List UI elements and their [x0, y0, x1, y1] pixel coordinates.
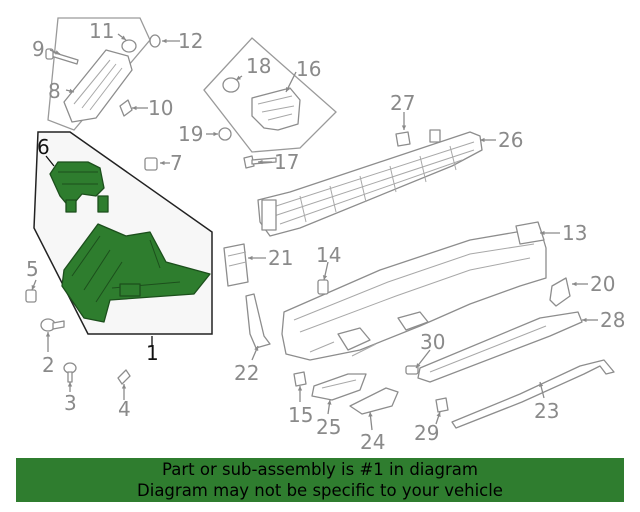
callout-1: 1	[146, 341, 159, 365]
leader-arrowhead	[582, 317, 587, 323]
leader-arrowhead	[132, 105, 137, 111]
callout-2: 2	[42, 353, 55, 377]
callout-12: 12	[178, 29, 203, 53]
leader-arrowhead	[248, 255, 253, 261]
part-9-screw[interactable]	[45, 48, 79, 65]
leader-arrowhead	[416, 363, 421, 368]
callout-30: 30	[420, 330, 445, 354]
leader-arrowhead	[538, 382, 544, 387]
callout-18: 18	[246, 54, 271, 78]
part-13-bumper-cover[interactable]	[281, 221, 547, 361]
leader-arrowhead	[160, 160, 165, 166]
part-23-molding[interactable]	[451, 359, 615, 429]
callout-11: 11	[89, 19, 114, 43]
leader-arrowhead	[121, 35, 126, 40]
leader-arrowhead	[286, 87, 290, 92]
part-24-insert[interactable]	[349, 387, 399, 415]
leader-arrowhead	[322, 275, 328, 280]
group-outline-16-18	[203, 37, 337, 153]
callout-28: 28	[600, 308, 625, 332]
callout-16: 16	[296, 57, 321, 81]
leader-arrowhead	[327, 400, 332, 405]
callout-8: 8	[48, 79, 61, 103]
callout-21: 21	[268, 246, 293, 270]
part-7-clip[interactable]	[144, 157, 158, 171]
leader-arrowhead	[55, 50, 60, 55]
banner-line-2: Diagram may not be specific to your vehi…	[137, 481, 503, 500]
leader-arrowhead	[45, 332, 51, 337]
part-28-lower-trim[interactable]	[417, 311, 583, 383]
callout-17: 17	[274, 150, 299, 174]
part-1-highlighted[interactable]	[61, 223, 211, 323]
leader-arrowhead	[258, 159, 263, 165]
leader-arrowhead	[368, 412, 373, 417]
part-21-bracket[interactable]	[223, 243, 249, 287]
part-16-bracket[interactable]	[251, 87, 301, 131]
leader-arrowhead	[31, 285, 36, 290]
part-14-clip[interactable]	[317, 279, 329, 295]
part-5-clip[interactable]	[25, 289, 37, 303]
leader-arrowhead	[401, 125, 407, 130]
callout-24: 24	[360, 430, 385, 454]
part-25-insert[interactable]	[311, 373, 367, 401]
part-4-clip[interactable]	[117, 369, 131, 385]
callout-14: 14	[316, 243, 341, 267]
leader-arrowhead	[162, 38, 167, 44]
part-12-nut[interactable]	[149, 34, 161, 48]
callout-19: 19	[178, 122, 203, 146]
part-20-reflector[interactable]	[549, 277, 571, 307]
part-8-bracket[interactable]	[63, 49, 133, 123]
leader-arrowhead	[69, 88, 74, 94]
leader-arrowhead	[236, 75, 241, 80]
callout-10: 10	[148, 96, 173, 120]
part-29-bolt[interactable]	[435, 397, 449, 413]
part-18-grommet[interactable]	[222, 77, 240, 93]
part-30-clip[interactable]	[405, 365, 419, 375]
part-22-bracket[interactable]	[245, 293, 271, 349]
part-26-impact-bar[interactable]	[257, 129, 483, 237]
banner-line-1: Part or sub-assembly is #1 in diagram	[162, 460, 478, 479]
leader-arrowhead	[213, 131, 218, 137]
callout-20: 20	[590, 272, 615, 296]
part-10-clip[interactable]	[119, 99, 133, 117]
callout-25: 25	[316, 415, 341, 439]
callout-15: 15	[288, 403, 313, 427]
leader-arrowhead	[436, 412, 441, 417]
leader-arrowhead	[67, 382, 73, 387]
callout-3: 3	[64, 391, 77, 415]
callout-27: 27	[390, 91, 415, 115]
leader-arrowhead	[121, 384, 127, 389]
part-3-screw[interactable]	[63, 362, 77, 383]
callout-22: 22	[234, 361, 259, 385]
callout-29: 29	[414, 421, 439, 445]
callout-4: 4	[118, 397, 131, 421]
leader-arrowhead	[480, 137, 485, 143]
leader-arrowhead	[297, 386, 303, 391]
part-19-nut[interactable]	[218, 127, 232, 141]
callout-9: 9	[32, 37, 45, 61]
part-2-bolt[interactable]	[40, 318, 65, 332]
part-6-highlighted-bracket[interactable]	[49, 161, 109, 213]
part-11-clip[interactable]	[121, 39, 137, 53]
part-27-bolt[interactable]	[395, 131, 411, 147]
leader-arrowhead	[572, 281, 577, 287]
part-15-bolt[interactable]	[293, 371, 307, 387]
leader-arrowhead	[254, 346, 259, 351]
callout-5: 5	[26, 257, 39, 281]
callout-7: 7	[170, 151, 183, 175]
callout-6: 6	[37, 135, 50, 159]
callout-13: 13	[562, 221, 587, 245]
callout-23: 23	[534, 399, 559, 423]
leader-arrowhead	[540, 230, 545, 236]
fitment-notice-banner: Part or sub-assembly is #1 in diagram Di…	[16, 458, 624, 502]
callout-26: 26	[498, 128, 523, 152]
